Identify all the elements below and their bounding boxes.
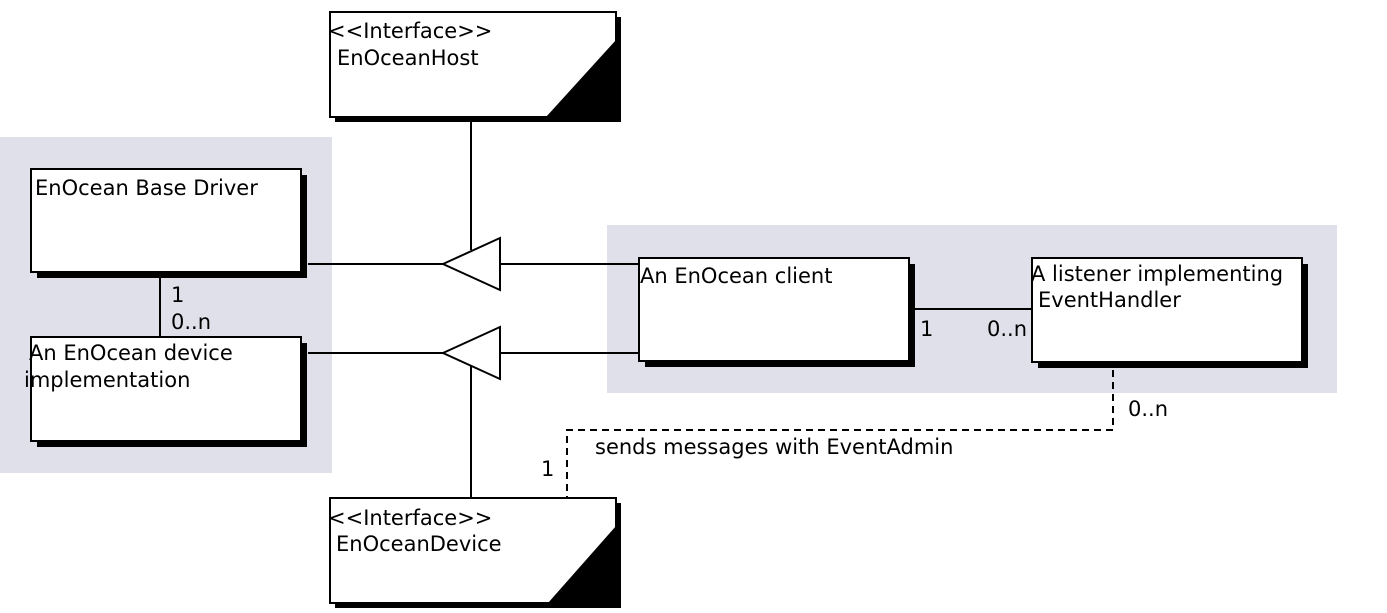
class-device-implementation-label-line2: implementation: [24, 368, 190, 392]
interface-enoceanhost-stereotype: <<Interface>>: [328, 19, 492, 43]
event-admin-label: sends messages with EventAdmin: [595, 435, 953, 459]
interface-enoceanhost-name: EnOceanHost: [337, 46, 479, 70]
class-enocean-client-label: An EnOcean client: [640, 264, 832, 288]
class-device-implementation-box: [30, 336, 302, 442]
device-realization-arrowhead: [440, 325, 501, 381]
multiplicity-driver-one: 1: [171, 283, 184, 307]
connectors: [159, 122, 1114, 498]
multiplicity-listener-many: 0..n: [987, 317, 1027, 341]
interface-enoceanhost: <<Interface>> EnOceanHost: [328, 11, 621, 122]
class-base-driver-label: EnOcean Base Driver: [35, 176, 258, 200]
class-listener: A listener implementing EventHandler: [1031, 257, 1308, 368]
host-realization-arrowhead: [440, 236, 501, 292]
class-listener-box: [1031, 257, 1303, 363]
class-listener-label-line2: EventHandler: [1038, 288, 1181, 312]
interface-enoceandevice-name: EnOceanDevice: [336, 532, 502, 556]
interface-enoceandevice-stereotype: <<Interface>>: [328, 506, 492, 530]
class-enocean-client-box: [638, 257, 910, 362]
class-device-implementation-label-line1: An EnOcean device: [29, 341, 233, 365]
multiplicity-listener-event-many: 0..n: [1128, 397, 1168, 421]
multiplicity-device-event-one: 1: [541, 457, 554, 481]
interface-enoceandevice-corner: [548, 526, 616, 603]
class-device-implementation: An EnOcean device implementation: [24, 336, 307, 447]
class-base-driver-box: [30, 168, 302, 273]
event-admin-dashed-line: [566, 370, 1114, 498]
multiplicity-device-many: 0..n: [171, 310, 211, 334]
class-listener-label-line1: A listener implementing: [1031, 262, 1283, 286]
class-base-driver: EnOcean Base Driver: [30, 168, 307, 278]
class-enocean-client: An EnOcean client: [638, 257, 915, 367]
interface-enoceanhost-corner: [546, 40, 616, 117]
interface-enoceandevice: <<Interface>> EnOceanDevice: [328, 497, 621, 608]
multiplicity-client-one: 1: [920, 317, 933, 341]
